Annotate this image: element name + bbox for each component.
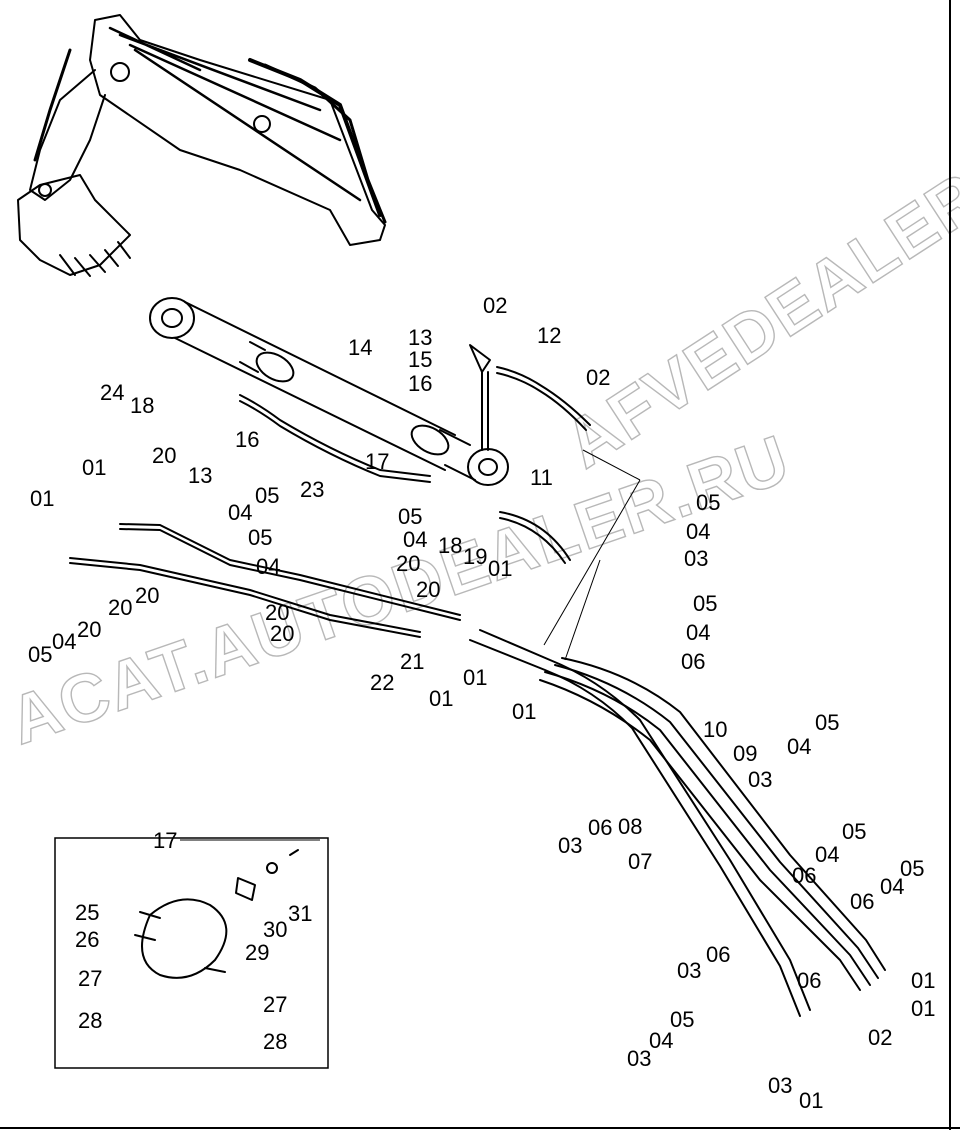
callout-label: 05 [842, 819, 866, 844]
callout-label: 05 [670, 1007, 694, 1032]
callout-label: 12 [537, 323, 561, 348]
callout-label: 06 [792, 863, 816, 888]
callout-label: 03 [768, 1073, 792, 1098]
callout-label: 31 [288, 901, 312, 926]
callout-label: 04 [686, 620, 710, 645]
callout-label: 06 [588, 815, 612, 840]
callout-label: 05 [815, 710, 839, 735]
callout-label: 01 [488, 556, 512, 581]
leader-lines [180, 449, 641, 841]
callout-label: 01 [463, 665, 487, 690]
callout-label: 27 [78, 966, 102, 991]
excavator-arm-overview [17, 14, 387, 277]
callout-label: 06 [681, 649, 705, 674]
callout-label: 06 [850, 889, 874, 914]
callout-label: 20 [108, 595, 132, 620]
callout-label: 01 [30, 486, 54, 511]
callout-label: 05 [398, 504, 422, 529]
callout-label: 04 [403, 527, 427, 552]
callout-label: 08 [618, 814, 642, 839]
callout-label: 15 [408, 347, 432, 372]
callout-label: 28 [263, 1029, 287, 1054]
callout-label: 06 [706, 942, 730, 967]
callout-label: 03 [748, 767, 772, 792]
callout-label: 05 [900, 856, 924, 881]
clamp-detail-17-box [54, 837, 329, 1069]
callout-label: 14 [348, 335, 372, 360]
callout-label: 16 [408, 371, 432, 396]
callout-label: 20 [396, 551, 420, 576]
callout-label: 29 [245, 940, 269, 965]
callout-label: 01 [512, 699, 536, 724]
callout-label: 04 [649, 1028, 673, 1053]
callout-label: 24 [100, 380, 124, 405]
callout-label: 20 [265, 600, 289, 625]
callout-label: 06 [797, 968, 821, 993]
callout-label: 20 [152, 443, 176, 468]
boom-tubes-07-10 [469, 629, 886, 1017]
callout-label: 03 [558, 833, 582, 858]
callout-label: 04 [256, 554, 280, 579]
callout-label: 05 [248, 525, 272, 550]
hose-11 [499, 511, 571, 564]
callout-label: 03 [677, 958, 701, 983]
callout-label: 04 [52, 629, 76, 654]
callout-label: 01 [911, 968, 935, 993]
callout-label: 20 [77, 617, 101, 642]
watermark-top: AFVEDEALER.RU [552, 90, 960, 483]
tube-21 [119, 523, 461, 621]
callout-label: 17 [153, 828, 177, 853]
callout-label: 13 [408, 325, 432, 350]
callout-label: 20 [416, 577, 440, 602]
callout-label: 01 [429, 686, 453, 711]
callout-label: 22 [370, 670, 394, 695]
callout-label: 03 [627, 1046, 651, 1071]
callout-label: 16 [235, 427, 259, 452]
callout-label: 17 [365, 449, 389, 474]
callout-label: 03 [684, 546, 708, 571]
callout-label: 04 [815, 842, 839, 867]
callout-label: 07 [628, 849, 652, 874]
hose-12 [469, 344, 591, 451]
callout-label: 28 [78, 1008, 102, 1033]
callout-label: 04 [880, 874, 904, 899]
callout-label: 02 [483, 293, 507, 318]
callout-label: 05 [696, 490, 720, 515]
callout-label: 05 [693, 591, 717, 616]
callout-label: 01 [911, 996, 935, 1021]
callout-label: 05 [255, 483, 279, 508]
callout-label: 01 [799, 1088, 823, 1113]
callout-label: 11 [530, 465, 553, 490]
callout-label: 10 [703, 717, 727, 742]
callout-labels: 13 02 12 15 16 02 14 24 18 16 17 20 13 2… [28, 293, 935, 1113]
callout-label: 18 [438, 533, 462, 558]
callout-label: 01 [82, 455, 106, 480]
callout-label: 19 [463, 544, 487, 569]
callout-label: 05 [28, 642, 52, 667]
callout-label: 04 [686, 519, 710, 544]
callout-label: 04 [228, 500, 252, 525]
clamp-assembly [134, 849, 299, 979]
callout-label: 23 [300, 477, 324, 502]
callout-label: 20 [270, 621, 294, 646]
tube-22 [69, 557, 421, 638]
callout-label: 25 [75, 900, 99, 925]
callout-label: 09 [733, 741, 757, 766]
callout-label: 02 [868, 1025, 892, 1050]
boom-cylinder [149, 297, 509, 486]
tube-23 [239, 394, 431, 483]
callout-label: 21 [400, 649, 424, 674]
callout-label: 20 [135, 583, 159, 608]
callout-label: 30 [263, 917, 287, 942]
callout-label: 02 [586, 365, 610, 390]
callout-label: 27 [263, 992, 287, 1017]
callout-label: 13 [188, 463, 212, 488]
callout-label: 04 [787, 734, 811, 759]
callout-label: 18 [130, 393, 154, 418]
callout-label: 26 [75, 927, 99, 952]
